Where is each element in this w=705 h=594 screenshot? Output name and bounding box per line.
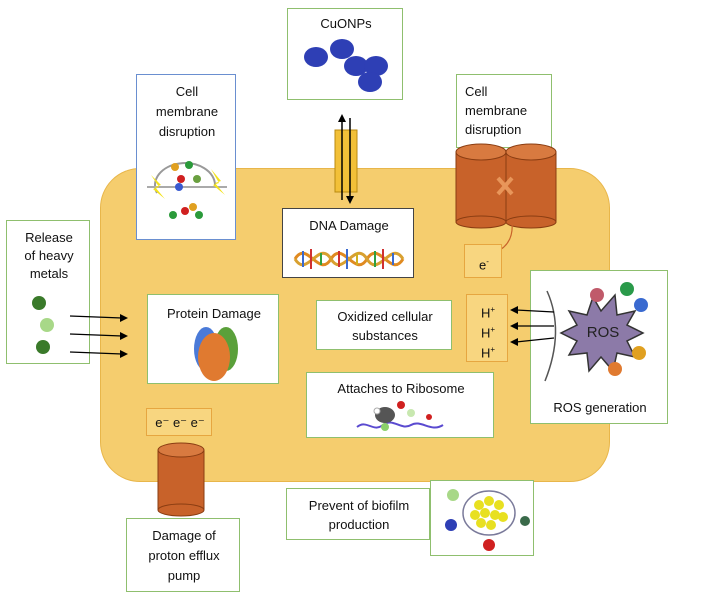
electron-label: e- <box>465 253 503 273</box>
electron-superscript: - <box>486 257 489 266</box>
label-line: Damage of <box>152 528 216 543</box>
disrupted-membrane-icon <box>147 161 227 219</box>
proton-efflux-pump-box: Damage of proton efflux pump <box>126 518 240 592</box>
proton-box: H+ H+ H+ <box>466 294 508 362</box>
cell-membrane-disruption-box-left: Cell membrane disruption <box>136 74 236 240</box>
biofilm-image-box <box>430 480 534 556</box>
ros-burst-icon: ROS <box>544 282 648 382</box>
label-line: membrane <box>155 104 219 119</box>
label-line: membrane <box>465 103 528 118</box>
label-line: Cell <box>465 84 488 99</box>
label-line: Release <box>25 230 73 245</box>
proton-text: H <box>480 305 491 321</box>
label-line: of heavy <box>24 248 74 263</box>
oxidized-substances-box: Oxidized cellular substances <box>316 300 452 350</box>
dna-helix-icon <box>293 249 405 269</box>
ros-generation-label: ROS generation <box>553 400 647 415</box>
label-line: substances <box>352 328 418 343</box>
metal-release-arrows-icon <box>69 314 128 358</box>
label-line: proton efflux <box>148 548 220 563</box>
label-line: metals <box>29 266 69 281</box>
ribosome-icon <box>356 401 444 431</box>
dna-damage-box: DNA Damage <box>282 208 414 278</box>
proton-superscript: + <box>490 305 496 314</box>
damaged-membrane-cylinders-icon <box>455 143 557 229</box>
cell-membrane-disruption-box-right: Cell membrane disruption <box>456 74 552 148</box>
ribosome-label: Attaches to Ribosome <box>337 381 465 396</box>
electron-box: e- <box>464 244 502 278</box>
label-line: Oxidized cellular <box>337 309 433 324</box>
proton-text: H <box>480 325 491 341</box>
electrons-box: e⁻ e⁻ e⁻ <box>146 408 212 436</box>
proton-label-1: H+ <box>467 301 509 321</box>
protein-icon <box>194 327 238 381</box>
release-heavy-metals-box: Release of heavy metals <box>6 220 90 364</box>
label-line: production <box>328 517 390 532</box>
cuonps-label: CuONPs <box>320 16 372 31</box>
ros-generation-box: ROS ROS generation <box>530 270 668 424</box>
proton-superscript: + <box>490 325 496 334</box>
label-line: Prevent of biofilm <box>308 498 410 513</box>
metal-ions-icon <box>32 296 54 354</box>
proton-label-3: H+ <box>467 341 509 361</box>
nanoparticles-icon <box>304 39 388 92</box>
label-line: Cell <box>175 84 199 99</box>
dna-damage-label: DNA Damage <box>309 218 389 233</box>
membrane-channel-icon <box>334 114 358 204</box>
proton-text: H <box>480 345 491 361</box>
label-line: pump <box>167 568 201 583</box>
proton-label-2: H+ <box>467 321 509 341</box>
proton-arrows-icon <box>510 306 555 346</box>
protein-damage-label: Protein Damage <box>167 306 261 321</box>
label-line: disruption <box>158 124 216 139</box>
ribosome-box: Attaches to Ribosome <box>306 372 494 438</box>
label-line: disruption <box>465 122 522 137</box>
efflux-pump-cylinder-icon <box>157 442 205 517</box>
proton-superscript: + <box>490 345 496 354</box>
electrons-label: e⁻ e⁻ e⁻ <box>155 415 205 430</box>
ros-burst-label: ROS <box>587 324 620 341</box>
electron-text: e <box>479 257 487 273</box>
protein-damage-box: Protein Damage <box>147 294 279 384</box>
cuonps-box: CuONPs <box>287 8 403 100</box>
biofilm-cluster-icon <box>445 489 530 551</box>
biofilm-box: Prevent of biofilm production <box>286 488 430 540</box>
